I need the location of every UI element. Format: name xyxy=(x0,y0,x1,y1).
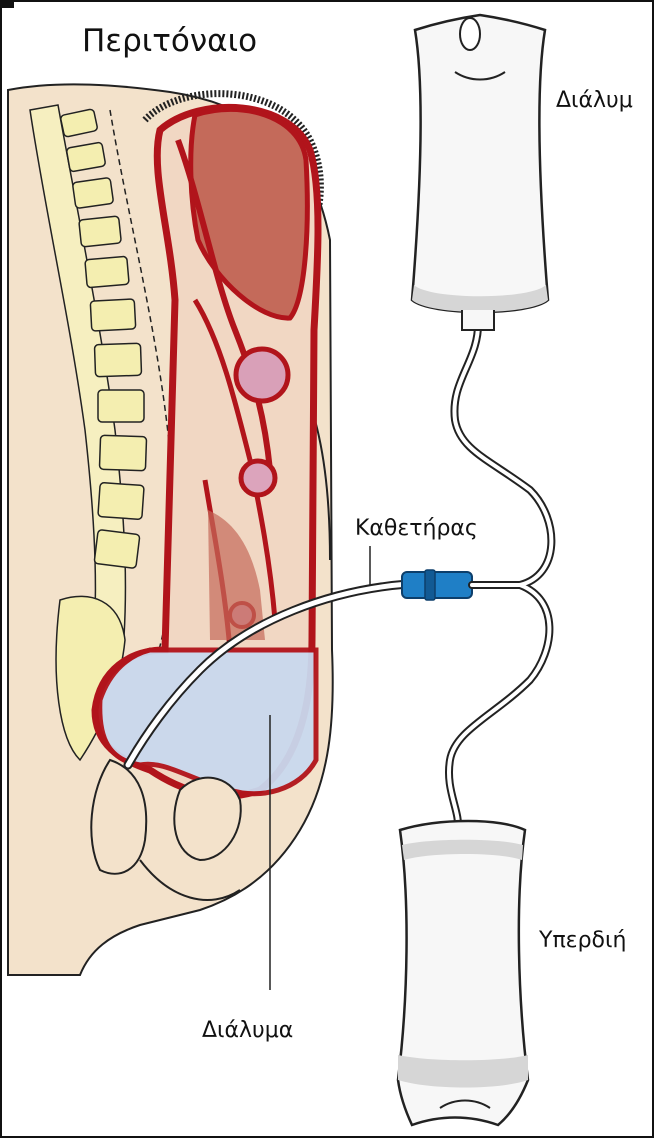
top-bag-body xyxy=(412,15,548,312)
vertebra xyxy=(94,343,141,377)
label-drainage: Υπερδιή xyxy=(539,930,626,952)
vertebra xyxy=(66,142,106,172)
label-fresh-solution: Διάλυμ xyxy=(556,90,633,112)
duodenum xyxy=(241,461,275,495)
connector-ring xyxy=(425,570,435,600)
vertebra xyxy=(79,216,122,247)
drainage-bag xyxy=(398,821,528,1125)
fresh-solution-bag xyxy=(412,15,548,330)
pancreas xyxy=(236,349,288,401)
vertebra xyxy=(98,483,144,520)
catheter-connector xyxy=(402,572,472,598)
vertebra xyxy=(90,299,136,331)
vertebra xyxy=(85,256,129,288)
label-solution-in-cavity: Διάλυμα xyxy=(202,1020,293,1042)
title-peritoneum: Περιτόναιο xyxy=(82,26,257,57)
vertebra xyxy=(94,530,140,569)
top-bag-neck xyxy=(462,310,494,330)
vertebra xyxy=(98,390,144,422)
vertebra xyxy=(72,177,113,208)
top-bag-hanger-hole xyxy=(460,18,480,50)
label-catheter: Καθετήρας xyxy=(355,518,478,540)
vertebra xyxy=(99,435,146,471)
